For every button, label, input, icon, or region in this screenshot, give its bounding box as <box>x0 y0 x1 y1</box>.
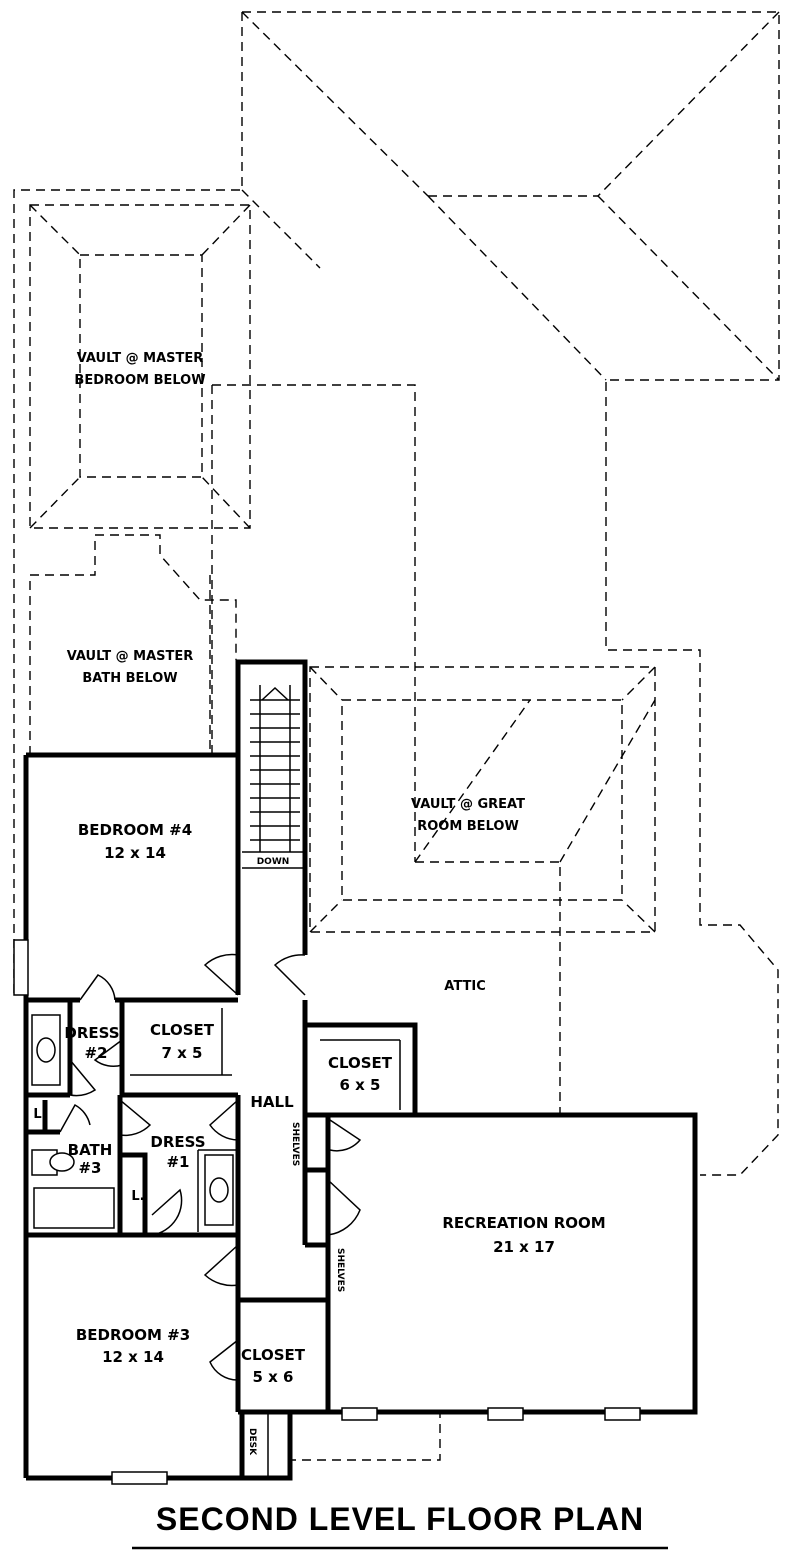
window-bedroom-3 <box>111 1471 168 1485</box>
room-name-dress-2: DRESS <box>64 1024 119 1042</box>
laundry-label-dress: L. <box>131 1189 144 1204</box>
walls <box>23 659 698 1481</box>
attic-label: ATTIC <box>444 979 485 994</box>
plan-title-block: SECOND LEVEL FLOOR PLAN <box>132 1501 668 1550</box>
desk-label: DESK <box>247 1428 257 1456</box>
vault-great-room-line1: VAULT @ GREAT <box>411 797 525 812</box>
room-size-closet-7x5: 7 x 5 <box>162 1044 203 1062</box>
room-size-bedroom-3: 12 x 14 <box>102 1348 164 1366</box>
stairs <box>250 685 300 852</box>
window-rec-3 <box>604 1407 641 1421</box>
window-rec-1 <box>341 1407 378 1421</box>
doors <box>59 953 362 1381</box>
labels: VAULT @ MASTER BEDROOM BELOW VAULT @ MAS… <box>33 351 605 1456</box>
shelves-label-upper: SHELVES <box>290 1122 300 1166</box>
vault-master-bath-line1: VAULT @ MASTER <box>67 649 194 664</box>
laundry-label-bath: L. <box>33 1107 46 1122</box>
window-bedroom-4 <box>13 939 29 996</box>
room-size-recreation-room: 21 x 17 <box>493 1238 555 1256</box>
room-size-dress-1: #1 <box>166 1153 189 1171</box>
room-name-bath-3: BATH <box>68 1141 113 1159</box>
room-name-bedroom-4: BEDROOM #4 <box>78 821 192 839</box>
room-name-dress-1: DRESS <box>150 1133 205 1151</box>
room-size-bedroom-4: 12 x 14 <box>104 844 166 862</box>
room-size-bath-3: #3 <box>78 1159 101 1177</box>
room-name-bedroom-3: BEDROOM #3 <box>76 1326 190 1344</box>
vault-master-bath-line2: BATH BELOW <box>82 671 177 686</box>
stairs-down-label: DOWN <box>257 857 290 867</box>
vault-master-bedroom-line2: BEDROOM BELOW <box>74 373 205 388</box>
room-name-recreation-room: RECREATION ROOM <box>442 1214 605 1232</box>
vault-great-room-line2: ROOM BELOW <box>417 819 519 834</box>
window-rec-2 <box>487 1407 524 1421</box>
sink-icon <box>36 1037 56 1063</box>
roof-outlines <box>13 11 780 1461</box>
bathtub-icon <box>33 1187 115 1229</box>
toilet-icon <box>49 1152 75 1172</box>
room-name-closet-6x5: CLOSET <box>328 1054 393 1072</box>
shelves-label-lower: SHELVES <box>335 1248 345 1292</box>
room-size-dress-2: #2 <box>84 1044 107 1062</box>
room-size-closet-5x6: 5 x 6 <box>253 1368 294 1386</box>
room-size-closet-6x5: 6 x 5 <box>340 1076 381 1094</box>
plan-title: SECOND LEVEL FLOOR PLAN <box>156 1501 644 1537</box>
room-name-closet-7x5: CLOSET <box>150 1021 215 1039</box>
sink-icon <box>209 1177 229 1203</box>
hall-label: HALL <box>250 1093 294 1111</box>
fixtures <box>13 939 641 1485</box>
vault-master-bedroom-line1: VAULT @ MASTER <box>77 351 204 366</box>
room-name-closet-5x6: CLOSET <box>241 1346 306 1364</box>
